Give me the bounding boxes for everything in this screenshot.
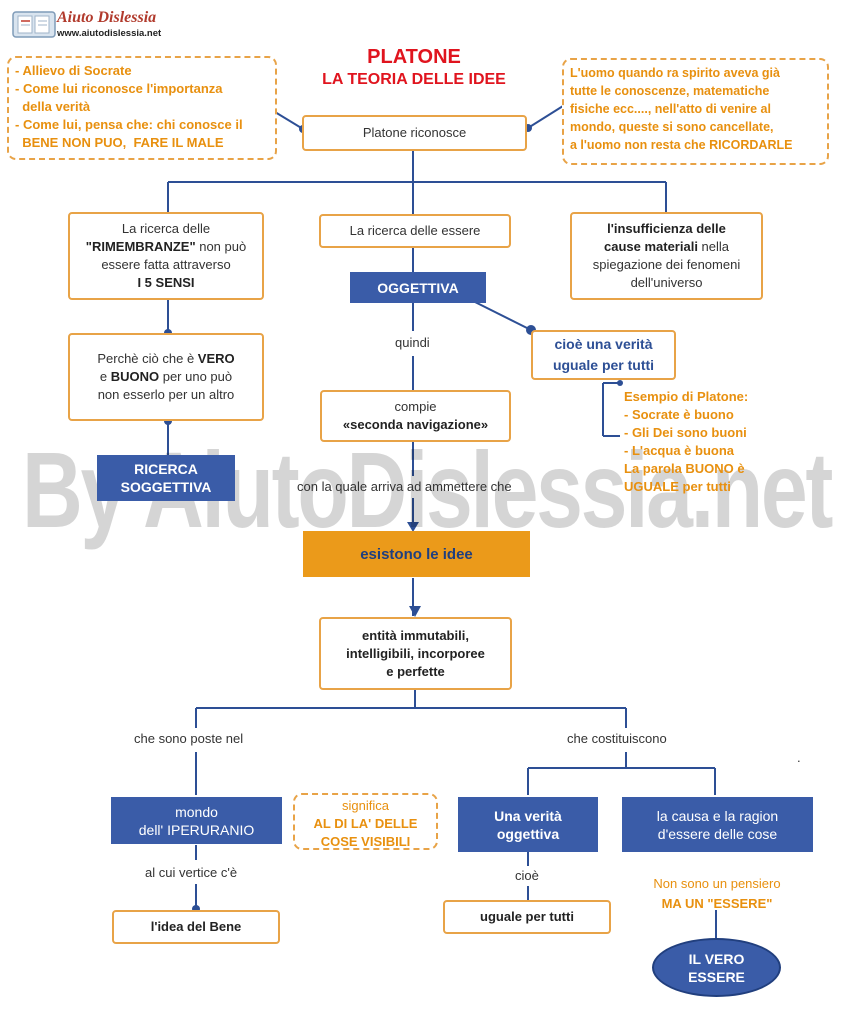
title-line2: LA TEORIA DELLE IDEE [322,71,506,88]
significa-line: COSE VISIBILI [320,834,411,849]
cioe-line: uguale per tutti [552,357,655,373]
perche-line: non esserlo per un altro [97,387,235,402]
esistono-idee-node: esistono le idee [303,531,530,577]
pensiero-line: Non sono un pensiero [653,876,781,891]
perche-line: Perchè ciò che è VERO [97,350,234,368]
esempio-line: - Gli Dei sono buoni [624,425,747,440]
cioe-line: cioè una verità [554,336,653,352]
costituiscono-label: che costituiscono [567,731,667,746]
rimembranze-line: I 5 SENSI [137,274,194,292]
esempio-platone: Esempio di Platone: - Socrate è buono - … [624,388,748,496]
rimembranze-node: La ricerca delle "RIMEMBRANZE" non può e… [68,212,264,300]
cause-line: dell'universo [630,275,703,290]
verita-oggettiva-node: Una verità oggettiva [458,797,598,852]
causa-ragion-node: la causa e la ragion d'essere delle cose [622,797,813,852]
vero-essere-line: ESSERE [688,968,745,985]
quindi-label: quindi [395,335,430,350]
rimembranze-keyword: "RIMEMBRANZE" [85,239,196,254]
perche-line: e BUONO per uno può [100,368,232,386]
cause-line: l'insufficienza delle [607,220,726,238]
verita-ogg-line: oggettiva [496,825,560,842]
causa-line: d'essere delle cose [657,825,778,842]
esempio-line: La parola BUONO è [624,461,745,476]
mondo-iperuranio-node: mondo dell' IPERURANIO [111,797,282,844]
cause-keyword: cause materiali [603,239,698,254]
cioe-label: cioè [515,868,539,883]
note-right: L'uomo quando ra spirito aveva già tutte… [562,58,829,165]
rimembranze-line: "RIMEMBRANZE" non può [86,238,246,256]
note-left-line: - Come lui, pensa che: chi conosce il [15,117,243,132]
esempio-line: UGUALE per tutti [624,479,731,494]
note-right-line: fisiche ecc...., nell'atto di venire al [570,102,771,116]
buono-keyword: BUONO [110,369,160,384]
compie-line: compie [394,399,437,414]
note-left-line: della verità [15,99,91,114]
note-left-line: - Allievo di Socrate [15,63,132,78]
cause-line: spiegazione dei fenomeni [592,257,741,272]
note-right-line: mondo, queste si sono cancellate, [570,120,774,134]
note-right-line: tutte le conoscenze, matematiche [570,84,770,98]
con-la-quale-label: con la quale arriva ad ammettere che [297,479,512,494]
perche-text: Perchè ciò che è [97,351,198,366]
mondo-line: dell' IPERURANIO [138,821,255,838]
cause-materiali-node: l'insufficienza delle cause materiali ne… [570,212,763,300]
vero-keyword: VERO [197,351,235,366]
cinque-sensi: I 5 SENSI [137,275,195,290]
significa-line: AL DI LA' DELLE [313,816,418,831]
note-left-line: BENE NON PUO, FARE IL MALE [15,135,224,150]
esempio-line: Esempio di Platone: [624,389,749,404]
causa-line: la causa e la ragion [656,807,779,824]
esempio-line: - L'acqua è buona [624,443,734,458]
book-icon [12,11,56,38]
compie-keyword: «seconda navigazione» [342,417,489,432]
seconda-navigazione-node: compie «seconda navigazione» [320,390,511,442]
cause-keyword: l'insufficienza delle [607,221,726,236]
entita-line: entità immutabili, [362,627,469,643]
perche-node: Perchè ciò che è VERO e BUONO per uno pu… [68,333,264,421]
rimembranze-line: essere fatta attraverso [101,257,231,272]
cause-text: nella [697,239,730,254]
note-left: - Allievo di Socrate - Come lui riconosc… [7,56,277,160]
ricerca-essere-node: La ricerca delle essere [319,214,511,248]
page-title: PLATONE LA TEORIA DELLE IDEE [300,44,528,90]
title-line1: PLATONE [367,46,461,68]
rimembranze-line: La ricerca delle [121,221,211,236]
uguale-tutti-node: uguale per tutti [443,900,611,934]
entita-node: entità immutabili, intelligibili, incorp… [319,617,512,690]
root-node: Platone riconosce [302,115,527,151]
cioe-verita-node: cioè una verità uguale per tutti [531,330,676,380]
soggettiva-line: SOGGETTIVA [120,479,212,495]
soggettiva-line: RICERCA [134,461,198,477]
ricerca-soggettiva-node: RICERCA SOGGETTIVA [97,455,235,501]
perche-text: e [99,369,111,384]
idea-bene-node: l'idea del Bene [112,910,280,944]
verita-ogg-line: Una verità [494,807,562,824]
oggettiva-node: OGGETTIVA [350,272,486,303]
compie-line: «seconda navigazione» [343,416,488,434]
cause-line: cause materiali nella [604,238,729,256]
vertice-label: al cui vertice c'è [145,865,238,880]
mondo-line: mondo [175,803,218,820]
note-right-line: L'uomo quando ra spirito aveva già [570,66,780,80]
significa-line: significa [342,798,389,813]
pensiero-line: MA UN "ESSERE" [661,896,773,911]
vero-essere-line: IL VERO [688,950,745,967]
logo-name: Aiuto Dislessia [57,9,157,26]
note-right-line: a l'uomo non resta che RICORDARLE [570,138,793,152]
entita-line: e perfette [386,663,445,679]
stray-dot: . [797,750,801,765]
logo: Aiuto Dislessia www.aiutodislessia.net [12,7,182,41]
pensiero-note: Non sono un pensiero MA UN "ESSERE" [630,874,804,914]
rimembranze-text: non può [195,239,247,254]
poste-label: che sono poste nel [134,731,244,746]
perche-text: per uno può [159,369,233,384]
vero-essere-node: IL VERO ESSERE [652,938,781,997]
entita-line: intelligibili, incorporee [346,645,485,661]
note-left-line: - Come lui riconosce l'importanza [15,81,223,96]
logo-url: www.aiutodislessia.net [57,28,162,39]
significa-note: significa AL DI LA' DELLE COSE VISIBILI [293,793,438,850]
esempio-line: - Socrate è buono [624,407,734,422]
